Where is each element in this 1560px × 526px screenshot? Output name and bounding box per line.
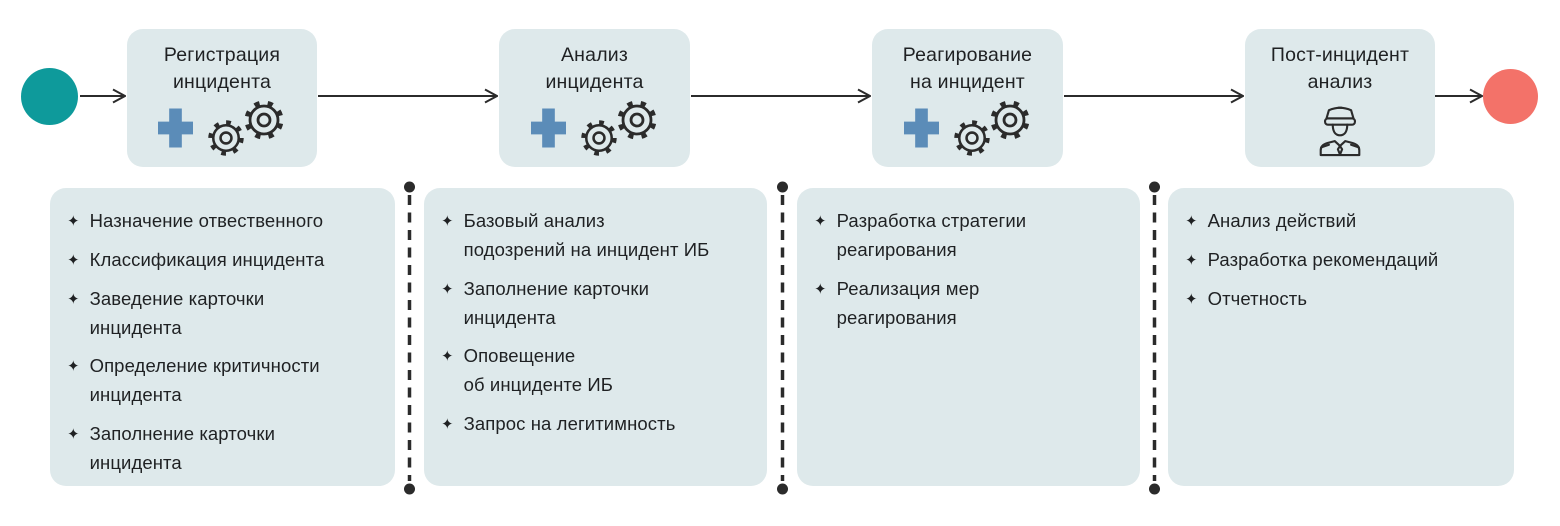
stage-header-response: Реагирование на инцидент (872, 29, 1063, 167)
task-item: ✦ Заведение карточки инцидента (67, 285, 379, 343)
task-item: ✦ Запрос на легитимность (441, 410, 751, 439)
gear-icon (617, 100, 656, 140)
task-text: Классификация инцидента (89, 248, 325, 270)
gear-icon (953, 120, 990, 156)
flow-arrow-4 (1064, 88, 1244, 104)
stage-title: Реагирование на инцидент (902, 44, 1033, 93)
task-text: Разработка стратегии реагирования (836, 210, 1027, 260)
stage-tasks-response: ✦ Разработка стратегии реагирования ✦ Реал… (797, 188, 1140, 486)
gears-icon (952, 98, 1032, 158)
plus-icon (530, 108, 566, 148)
task-text: Разработка рекомендаций (1207, 248, 1439, 270)
task-item: ✦ Заполнение карточки инцидента (441, 275, 751, 333)
flow-arrow-1 (80, 88, 126, 104)
task-text: Заведение карточки инцидента (89, 287, 265, 338)
star-bullet-icon: ✦ (814, 280, 827, 298)
stage-icon-group (158, 98, 286, 158)
task-item: ✦ Назначение отвественного (67, 207, 379, 236)
task-text: Реализация мер реагирования (836, 277, 980, 328)
task-item: ✦ Классификация инцидента (67, 246, 379, 275)
task-item: ✦ Заполнение карточки инцидента (67, 420, 379, 478)
police-officer-icon (1319, 106, 1361, 157)
stage-icon-group (1313, 102, 1367, 158)
stage-tasks-registration: ✦ Назначение отвественного ✦ Классификация… (50, 188, 395, 486)
task-item: ✦ Базовый анализ подозрений на инцидент И… (441, 207, 751, 265)
task-item: ✦ Разработка рекомендаций (1185, 246, 1498, 275)
star-bullet-icon: ✦ (1185, 290, 1198, 308)
task-item: ✦ Анализ действий (1185, 207, 1498, 236)
gears-icon (579, 98, 659, 158)
task-text: Оповещение об инциденте ИБ (463, 345, 614, 396)
task-text: Базовый анализ подозрений на инцидент ИБ (463, 210, 710, 260)
star-bullet-icon: ✦ (1185, 213, 1198, 230)
star-bullet-icon: ✦ (441, 416, 454, 434)
star-bullet-icon: ✦ (1185, 251, 1198, 269)
stage-icon-group (530, 98, 659, 158)
stage-divider-3 (1149, 181, 1160, 495)
stage-header-analysis: Анализ инцидента (499, 29, 690, 167)
star-bullet-icon: ✦ (814, 213, 827, 230)
task-text: Запрос на легитимность (463, 413, 676, 435)
gear-icon (244, 100, 284, 140)
task-item: ✦ Оповещение об инциденте ИБ (441, 342, 751, 400)
gear-icon (990, 100, 1029, 140)
star-bullet-icon: ✦ (67, 290, 80, 308)
star-bullet-icon: ✦ (67, 213, 80, 230)
star-bullet-icon: ✦ (441, 280, 454, 298)
stage-icon-group (903, 98, 1032, 158)
star-bullet-icon: ✦ (67, 251, 80, 269)
stage-header-registration: Регистрация инцидента (127, 29, 317, 167)
task-text: Определение критичности инцидента (89, 355, 320, 406)
stage-tasks-analysis: ✦ Базовый анализ подозрений на инцидент И… (424, 188, 767, 486)
flow-arrow-2 (318, 88, 498, 104)
star-bullet-icon: ✦ (67, 426, 80, 444)
stage-tasks-post-incident: ✦ Анализ действий ✦ Разработка рекомендаци… (1168, 188, 1514, 486)
star-bullet-icon: ✦ (67, 358, 80, 376)
task-item: ✦ Разработка стратегии реагирования (814, 207, 1124, 265)
flow-arrow-3 (691, 88, 871, 104)
start-node (21, 68, 78, 125)
stage-divider-1 (404, 181, 415, 495)
task-text: Отчетность (1207, 287, 1308, 309)
gear-icon (580, 120, 617, 156)
task-item: ✦ Реализация мер реагирования (814, 275, 1124, 333)
flow-arrow-5 (1433, 88, 1483, 104)
plus-icon (158, 108, 193, 148)
plus-icon (903, 108, 939, 148)
stage-title: Регистрация инцидента (163, 44, 281, 93)
star-bullet-icon: ✦ (441, 213, 454, 230)
stage-divider-2 (777, 181, 788, 495)
stage-title: Анализ инцидента (545, 44, 644, 93)
gears-icon (206, 98, 286, 158)
gear-icon (208, 120, 244, 156)
task-item: ✦ Отчетность (1185, 285, 1498, 314)
stage-title: Пост-инцидент анализ (1270, 44, 1410, 93)
star-bullet-icon: ✦ (441, 348, 454, 366)
task-text: Анализ действий (1207, 210, 1357, 231)
end-node (1483, 69, 1538, 124)
task-text: Заполнение карточки инцидента (89, 423, 276, 474)
task-item: ✦ Определение критичности инцидента (67, 352, 379, 410)
task-text: Заполнение карточки инцидента (463, 277, 650, 328)
stage-header-post-incident: Пост-инцидент анализ (1245, 29, 1435, 167)
task-text: Назначение отвественного (89, 210, 324, 231)
